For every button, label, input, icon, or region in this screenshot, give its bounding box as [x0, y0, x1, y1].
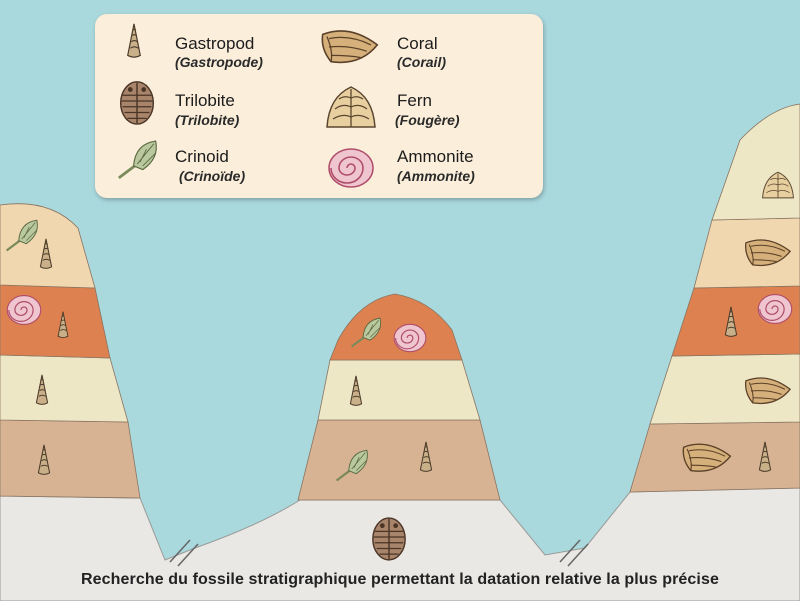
trilobite-icon — [117, 78, 157, 126]
legend-name: Trilobite — [175, 91, 235, 110]
middle-hill — [297, 293, 501, 501]
crinoid-icon — [117, 138, 163, 180]
legend-name: Coral — [397, 34, 438, 53]
diagram-caption: Recherche du fossile stratigraphique per… — [81, 571, 719, 588]
ammonite-icon — [393, 323, 427, 353]
ammonite-icon — [325, 146, 377, 190]
legend-translation: (Ammonite) — [397, 168, 475, 184]
legend-name: Gastropod — [175, 34, 255, 53]
legend-panel: Gastropod (Gastropode) Trilobite (Trilob… — [95, 14, 543, 198]
legend-translation: (Corail) — [397, 54, 446, 70]
legend-translation: (Gastropode) — [175, 54, 263, 70]
ammonite-icon — [757, 293, 793, 325]
fern-icon — [323, 84, 379, 130]
gastropod-icon — [125, 22, 143, 60]
legend-name: Ammonite — [397, 147, 474, 166]
coral-icon — [317, 26, 383, 68]
ammonite-icon — [6, 294, 42, 326]
fault-mark-left — [169, 539, 199, 567]
legend-translation: (Fougère) — [395, 112, 460, 128]
legend-translation: (Trilobite) — [175, 112, 240, 128]
legend-name: Crinoid — [175, 147, 229, 166]
fault-mark-right — [559, 539, 589, 567]
legend-name: Fern — [397, 91, 432, 110]
trilobite-icon — [372, 517, 406, 561]
legend-translation: (Crinoïde) — [179, 168, 246, 184]
